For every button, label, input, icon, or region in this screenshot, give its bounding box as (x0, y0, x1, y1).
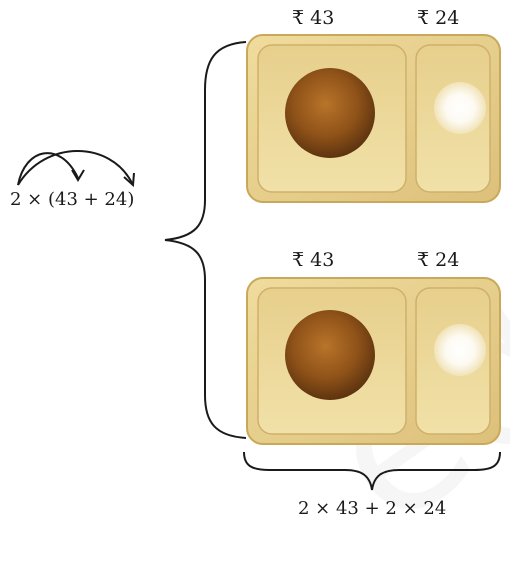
distribution-arrows (17, 150, 135, 188)
laddoo-top (285, 68, 375, 158)
bottom-right-price: ₹ 24 (417, 249, 460, 271)
expression-left: 2 × (43 + 24) (10, 189, 135, 210)
bottom-brace (243, 451, 501, 491)
top-right-price: ₹ 24 (417, 7, 460, 29)
white-sweet-bottom (434, 324, 486, 376)
top-tray (246, 34, 501, 203)
expression-bottom: 2 × 43 + 2 × 24 (298, 498, 447, 519)
bottom-tray (246, 277, 501, 445)
bottom-left-price: ₹ 43 (292, 249, 335, 271)
top-left-price: ₹ 43 (292, 7, 335, 29)
diagram-canvas (17, 34, 501, 491)
left-brace (164, 41, 247, 439)
white-sweet-top (434, 82, 486, 134)
laddoo-bottom (285, 310, 375, 400)
